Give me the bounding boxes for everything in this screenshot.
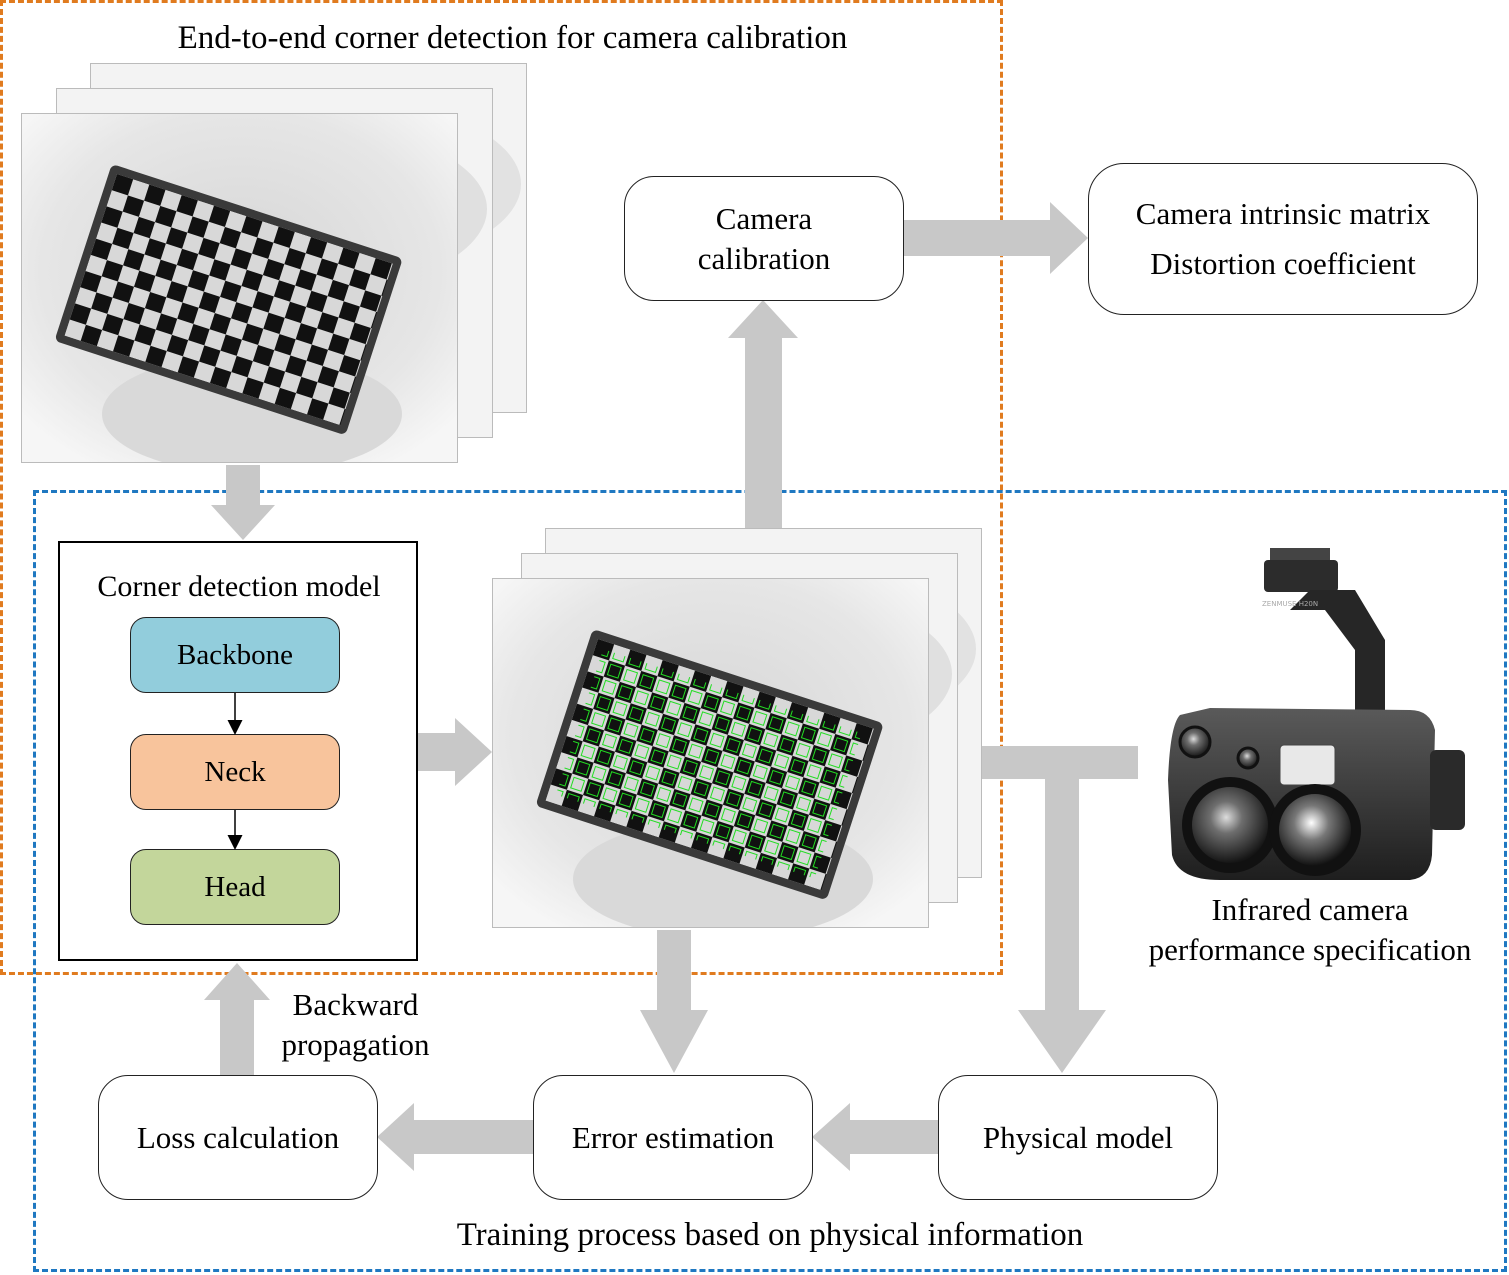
model-internal-arrows <box>227 693 243 850</box>
backward-line-2: propagation <box>281 1027 430 1062</box>
backward-line-1: Backward <box>292 987 419 1022</box>
camera-calibration-line-1: Camera <box>715 200 813 236</box>
model-title: Corner detection model <box>97 570 381 603</box>
output-distortion-coefficient: Distortion coefficient <box>1150 246 1416 281</box>
arrow-physical-to-error <box>812 1103 938 1171</box>
arrow-loss-to-model <box>204 963 270 1075</box>
top-title: End-to-end corner detection for camera c… <box>177 20 848 56</box>
arrow-to-physical-model <box>982 746 1138 1073</box>
camera-brand-label: ZENMUSE H20N <box>1262 600 1318 608</box>
physical-model-node: Physical model <box>938 1075 1218 1200</box>
backward-propagation-label: Backward propagation <box>268 985 443 1065</box>
infrared-line-1: Infrared camera <box>1211 892 1409 927</box>
output-intrinsic-matrix: Camera intrinsic matrix <box>1135 196 1431 231</box>
loss-calculation-node: Loss calculation <box>98 1075 378 1200</box>
error-estimation-node: Error estimation <box>533 1075 813 1200</box>
arrow-calibration-to-outputs <box>903 202 1088 274</box>
backbone-block: Backbone <box>130 617 340 693</box>
arrow-error-to-loss <box>377 1103 533 1171</box>
corner-detection-model: Corner detection model Backbone Neck Hea… <box>58 541 418 961</box>
infrared-camera-illustration: ZENMUSE H20N <box>1168 548 1465 880</box>
calibration-region <box>0 0 1003 975</box>
camera-calibration-node: Camera calibration <box>624 176 904 301</box>
infrared-specification-label: Infrared camera performance specificatio… <box>1130 890 1490 970</box>
arrow-detected-to-error <box>640 930 708 1073</box>
arrow-model-to-detected <box>418 718 492 786</box>
infrared-line-2: performance specification <box>1148 932 1472 967</box>
detected-checkerboard-image <box>492 578 929 928</box>
camera-calibration-line-2: calibration <box>697 240 831 276</box>
input-checkerboard-image <box>21 113 458 463</box>
calibration-outputs-node: Camera intrinsic matrix Distortion coeff… <box>1088 163 1478 315</box>
bottom-title: Training process based on physical infor… <box>456 1217 1084 1253</box>
arrow-images-to-model <box>211 465 275 540</box>
arrow-detected-to-calibration <box>728 300 798 530</box>
